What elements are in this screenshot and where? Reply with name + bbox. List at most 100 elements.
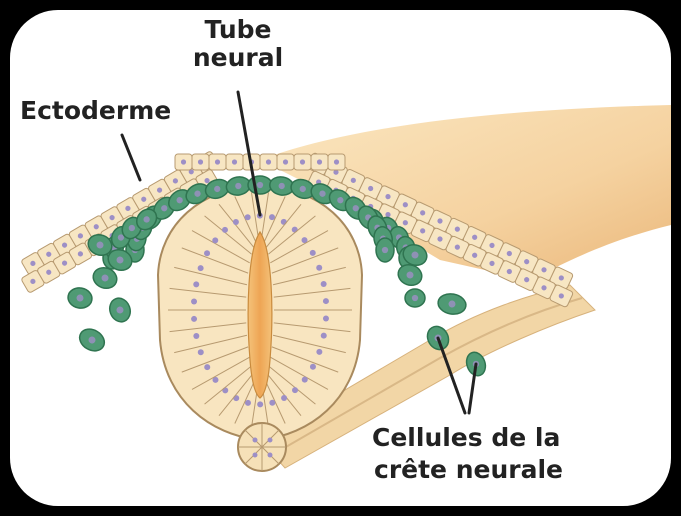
neural-crest-cell [185,183,210,205]
tube-cell-nucleus [204,364,211,371]
neural-crest-cell [168,189,192,212]
ectoderm-cell [428,209,452,233]
tube-cell-wall [271,247,339,274]
tube-cell-nucleus [269,214,276,221]
label-neural-tube: Tube neural [178,16,298,72]
label-neural-crest: Cellules de la crête neurale [372,424,563,484]
tube-cell-nucleus [301,237,308,244]
label-neural-tube-line1: Tube [204,15,272,44]
ectoderm-layer [21,151,574,308]
ectoderm-cell [410,219,435,243]
tube-cell-wall [270,230,329,264]
tube-cell-wall [263,377,286,424]
tube-cell-wall [265,204,302,248]
tube-cell-nucleus [204,250,211,257]
label-neural-crest-line1: Cellules de la [372,423,561,452]
ectoderm-cell [225,153,244,171]
neural-tube-illustration [21,90,671,472]
ectoderm-cell [68,242,92,266]
ectoderm-cell [310,153,329,171]
neural-crest-cell [108,297,132,323]
tube-cell-wall [204,215,252,255]
tube-cell-wall [271,346,339,373]
ectoderm-cell [549,284,574,308]
neural-crest-cell [404,288,426,308]
tube-cell-wall [273,287,351,298]
tube-cell-wall [270,356,329,390]
tube-cell-nucleus [244,399,251,406]
neural-crest-cell [87,233,113,257]
tube-cell-wall [272,334,346,354]
ectoderm-cell [428,227,452,251]
tube-cell-nucleus [291,226,298,233]
tube-cell-wall [234,377,257,424]
ectoderm-cell [327,153,346,171]
ectoderm-cell [208,153,227,171]
tube-cell-nucleus [222,387,229,394]
tube-cell-nucleus [191,315,198,322]
neural-crest-cell [375,237,395,263]
tube-cell-wall [218,372,255,416]
tube-cell-nucleus [316,264,323,271]
label-neural-tube-line2: neural [192,43,284,72]
tube-cell-nucleus [316,348,323,355]
tube-cell-wall [174,266,248,286]
tube-cell-wall [204,365,252,405]
tube-cell-wall [273,322,351,333]
neural-crest-cell [92,266,118,290]
neural-tube [156,183,364,442]
ectoderm-cell [174,153,193,171]
tube-cell-nucleus [193,333,200,340]
tube-cell-nucleus [320,280,327,287]
tube-cell-nucleus [281,394,288,401]
neural-crest-cell [107,248,133,272]
tube-cell-nucleus [197,265,204,272]
ectoderm-cell [21,270,45,293]
neural-crest-cell [225,176,251,196]
tube-cell-wall [260,192,269,241]
tube-cell-nucleus [322,298,329,305]
tube-cell-nucleus [301,376,308,383]
tube-cell-nucleus [193,281,200,288]
tube-cell-wall [251,192,260,241]
tube-cell-nucleus [233,395,240,402]
tube-cell-wall [181,346,249,373]
neural-crest-cell [290,178,316,200]
tube-cell-nucleus [320,332,327,339]
neural-crest-cell [78,328,106,352]
tube-cell-nucleus [212,237,219,244]
tube-cell-wall [181,247,249,274]
tube-cell-wall [268,215,316,255]
ectoderm-cell [37,260,61,284]
tube-cell-nucleus [244,214,251,221]
tube-cell-wall [169,287,247,298]
tube-cell-wall [265,372,302,416]
surface-tissue-band [260,105,671,280]
ectoderm-cell [276,153,295,171]
ectoderm-cell [462,243,487,267]
tube-cell-nucleus [212,376,219,383]
neural-crest-cell [437,293,467,315]
tube-cell-nucleus [309,363,316,370]
ectoderm-cell [462,225,487,249]
tube-cell-wall [191,356,250,390]
ectoderm-cell [191,153,210,171]
neural-crest-cell [247,175,273,195]
neural-crest-cell [402,243,428,267]
label-ectoderm: Ectoderme [20,96,172,125]
tube-cell-nucleus [257,401,264,408]
neural-crest-cell [135,208,158,231]
tube-cell-nucleus [191,298,198,305]
ectoderm-cell [259,153,278,171]
neural-tube-lumen [247,230,273,399]
leader-lines [120,90,478,415]
leader-line-ectoderm [120,133,142,182]
tube-cell-nucleus [269,399,276,406]
tube-cell-wall [191,230,250,264]
ectoderm-cell [497,260,522,283]
leader-line-crest-2 [467,362,478,415]
tube-cell-wall [218,204,255,248]
tube-cell-wall [169,322,247,333]
diagram-panel: Tube neural Ectoderme Cellules de la crê… [10,10,671,506]
tube-cell-nucleus [292,387,299,394]
